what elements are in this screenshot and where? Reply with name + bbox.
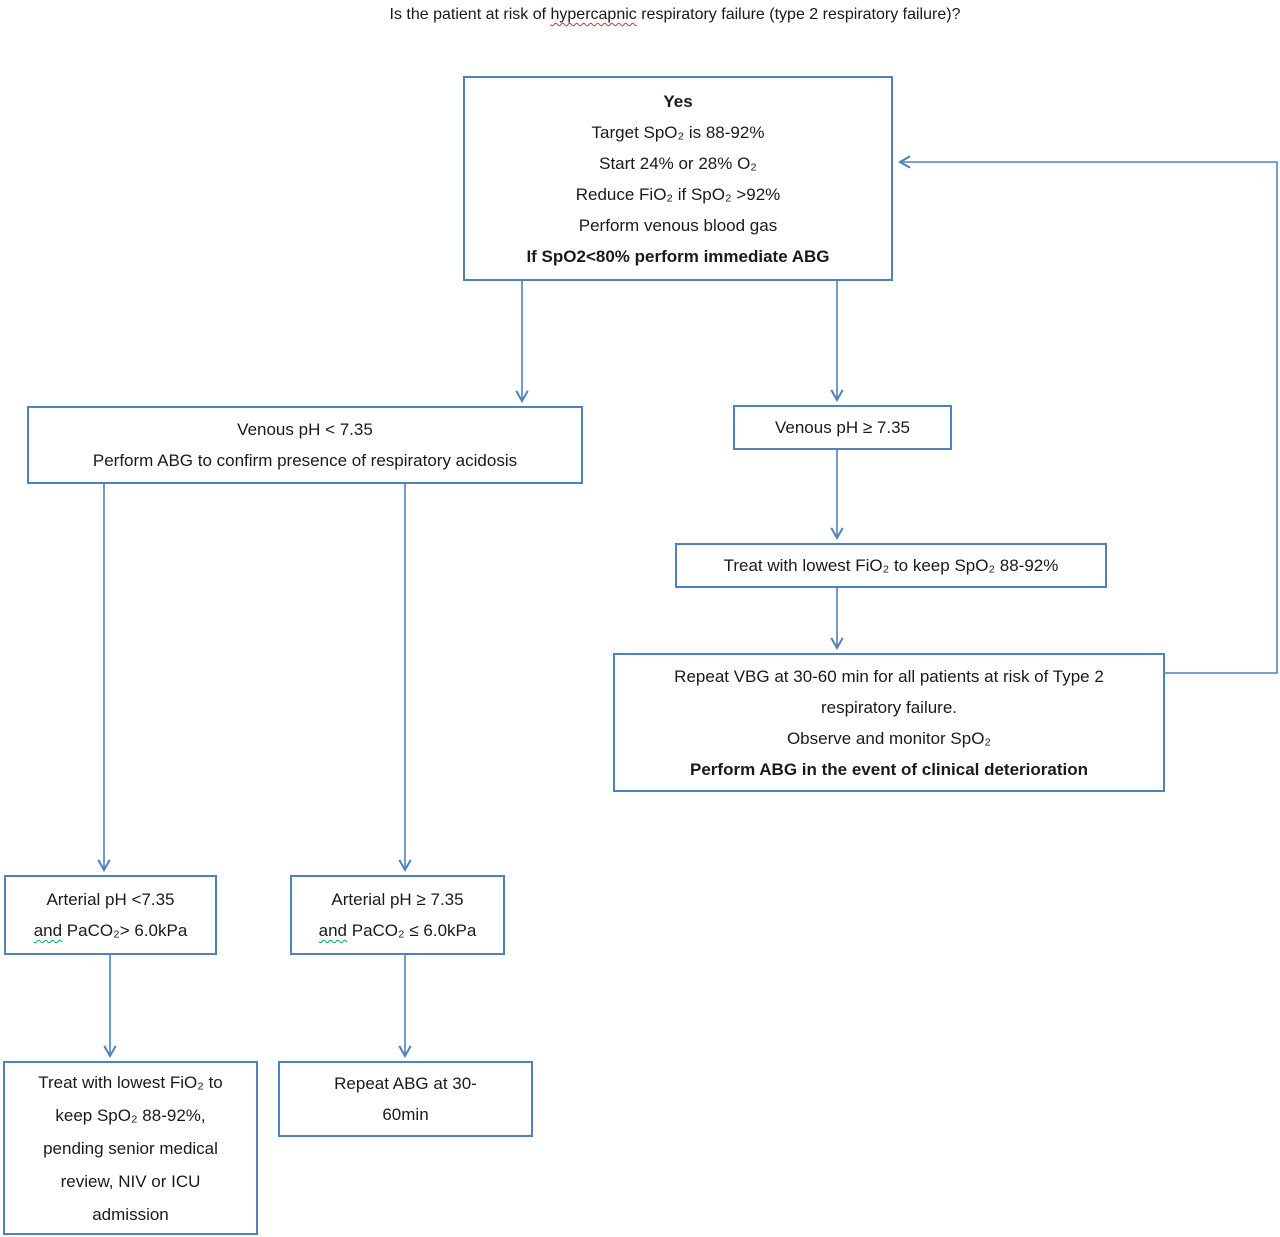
box-line: and PaCO₂> 6.0kPa	[34, 915, 188, 946]
box-line: Perform ABG in the event of clinical det…	[690, 759, 1088, 779]
title-segment: respiratory failure (type 2 respiratory …	[636, 6, 961, 23]
box-line: Venous pH < 7.35	[237, 420, 373, 439]
title-segment: Is the patient at risk of	[389, 6, 551, 23]
box-line: Yes	[663, 91, 693, 111]
box-line: If SpO2<80% perform immediate ABG	[526, 246, 830, 266]
box-line: pending senior medical	[43, 1138, 218, 1158]
flow-box-repeat-abg: Repeat ABG at 30- 60min	[278, 1061, 533, 1137]
grammar-flagged-word: and	[318, 921, 348, 940]
flow-box-yes: Yes Target SpO₂ is 88-92% Start 24% or 2…	[463, 76, 893, 281]
box-line: Perform venous blood gas	[578, 215, 778, 235]
box-line: respiratory failure.	[820, 697, 958, 717]
box-line: Treat with lowest FiO₂ to keep SpO₂ 88-9…	[723, 556, 1059, 575]
box-line-segment: PaCO₂ ≤ 6.0kPa	[347, 921, 477, 940]
box-line: and PaCO₂ ≤ 6.0kPa	[319, 915, 477, 946]
flow-box-venous-ph-high: Venous pH ≥ 7.35	[733, 405, 952, 450]
box-line: 60min	[382, 1105, 429, 1124]
flow-box-repeat-vbg: Repeat VBG at 30-60 min for all patients…	[613, 653, 1165, 792]
flow-box-venous-ph-low: Venous pH < 7.35 Perform ABG to confirm …	[27, 406, 583, 484]
box-line: keep SpO₂ 88-92%,	[55, 1105, 206, 1125]
box-line: Perform ABG to confirm presence of respi…	[92, 451, 518, 470]
box-line: Arterial pH <7.35	[46, 890, 175, 909]
flow-box-arterial-ph-high: Arterial pH ≥ 7.35 and PaCO₂ ≤ 6.0kPa	[290, 875, 505, 955]
box-line: admission	[92, 1204, 169, 1224]
box-line: review, NIV or ICU	[60, 1171, 201, 1191]
box-line: Observe and monitor SpO₂	[786, 728, 992, 748]
box-line: Reduce FiO₂ if SpO₂ >92%	[575, 184, 781, 204]
flow-box-treat-pending-review: Treat with lowest FiO₂ to keep SpO₂ 88-9…	[3, 1061, 258, 1235]
connector-repeat-vbg-feedback-to-yes	[897, 155, 1278, 674]
grammar-flagged-word: and	[33, 921, 63, 940]
page-title: Is the patient at risk of hypercapnic re…	[70, 3, 1280, 27]
box-line: Repeat VBG at 30-60 min for all patients…	[674, 666, 1104, 686]
box-line: Venous pH ≥ 7.35	[774, 418, 911, 437]
box-line: Start 24% or 28% O₂	[599, 153, 757, 173]
flow-box-treat-lowest-fio2: Treat with lowest FiO₂ to keep SpO₂ 88-9…	[675, 543, 1107, 588]
box-line: Repeat ABG at 30-	[334, 1074, 477, 1093]
box-line-segment: PaCO₂> 6.0kPa	[62, 921, 188, 940]
title-misspelled-word: hypercapnic	[550, 6, 637, 23]
box-line: Target SpO₂ is 88-92%	[591, 122, 765, 142]
box-line: Treat with lowest FiO₂ to	[38, 1072, 223, 1092]
flow-box-arterial-ph-low: Arterial pH <7.35 and PaCO₂> 6.0kPa	[4, 875, 217, 955]
box-line: Arterial pH ≥ 7.35	[331, 890, 464, 909]
